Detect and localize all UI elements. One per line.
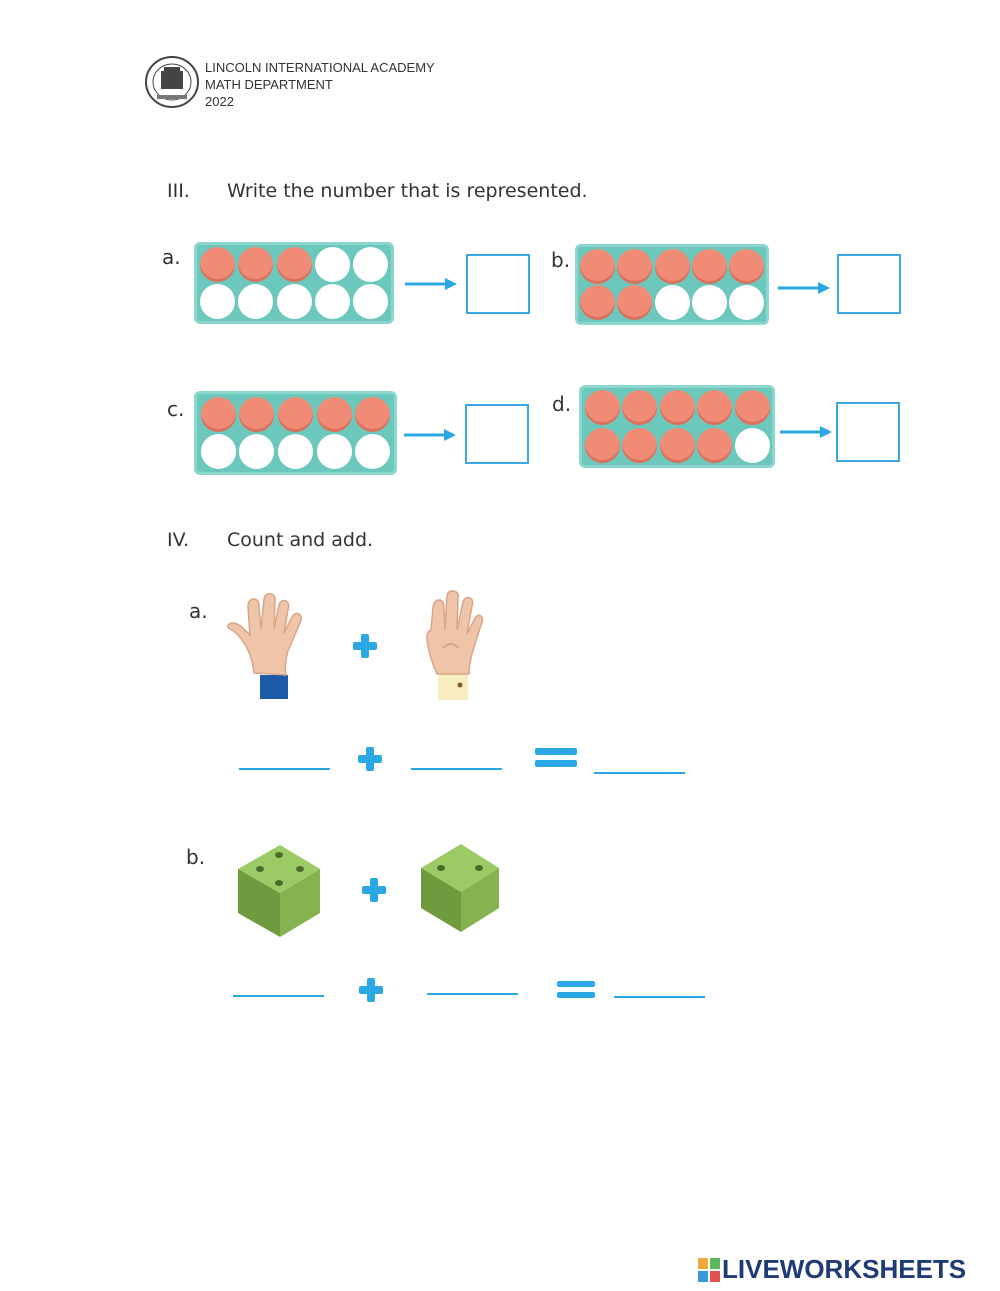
filled-counter [278,396,313,432]
empty-counter [316,434,352,470]
answer-box-c[interactable] [465,404,529,464]
section-3-numeral: III. [167,180,190,202]
empty-counter [352,284,388,319]
answer-box-b[interactable] [837,254,901,314]
filled-counter [584,390,620,426]
arrow-icon [405,276,457,295]
empty-counter [728,285,764,321]
answer-box-a[interactable] [466,254,530,314]
arrow-icon [778,280,830,299]
empty-counter [276,284,312,319]
answer-blank-4b-sum[interactable] [614,996,705,998]
filled-counter [728,248,764,284]
filled-counter [659,427,695,463]
empty-counter [200,434,236,470]
answer-blank-4a-2[interactable] [411,768,502,770]
answer-blank-4a-sum[interactable] [594,772,685,774]
filled-counter [659,390,695,426]
arrow-icon [780,424,832,443]
empty-counter [691,285,727,321]
answer-blank-4b-2[interactable] [427,993,518,995]
filled-counter [697,390,732,426]
equals-icon [535,748,577,772]
empty-counter [238,284,274,319]
filled-counter [622,390,657,426]
filled-counter [691,248,727,284]
item-4b-letter: b. [186,845,206,869]
hand-four-fingers-icon [419,590,489,706]
section-4-numeral: IV. [167,529,190,551]
section-4-instruction: Count and add. [227,529,374,551]
liveworksheets-logo-text: LIVEWORKSHEETS [722,1254,967,1284]
answer-blank-4a-1[interactable] [239,768,330,770]
filled-counter [617,248,653,284]
filled-counter [200,396,236,432]
filled-counter [316,396,352,432]
empty-counter [355,434,391,470]
item-3c-letter: c. [167,397,185,421]
empty-counter [352,247,388,282]
filled-counter [622,427,657,463]
filled-counter [200,247,236,282]
plus-icon [357,976,385,1008]
item-3b-letter: b. [551,248,571,272]
liveworksheets-logo-icon [698,1258,720,1286]
filled-counter [697,427,732,463]
empty-counter [654,285,690,321]
section-3-instruction: Write the number that is represented. [227,180,588,202]
empty-counter [278,434,313,470]
filled-counter [355,396,391,432]
empty-counter [239,434,275,470]
filled-counter [276,247,312,282]
filled-counter [584,427,620,463]
school-year: 2022 [205,94,234,109]
department-name: MATH DEPARTMENT [205,77,333,92]
die-two-icon [421,840,501,938]
filled-counter [238,247,274,282]
item-3d-letter: d. [552,392,572,416]
empty-counter [734,427,770,463]
plus-icon [360,876,388,908]
item-4a-letter: a. [189,599,208,623]
item-3a-letter: a. [162,245,181,269]
ten-frame-d [579,385,775,468]
filled-counter [580,285,616,321]
school-seal [143,55,201,109]
ten-frame-b [575,244,769,325]
die-four-icon [238,841,322,943]
plus-icon [351,632,379,664]
filled-counter [617,285,653,321]
answer-box-d[interactable] [836,402,900,462]
answer-blank-4b-1[interactable] [233,995,324,997]
filled-counter [580,248,616,284]
school-name: LINCOLN INTERNATIONAL ACADEMY [205,60,435,75]
ten-frame-a [194,242,394,324]
filled-counter [734,390,770,426]
empty-counter [200,284,236,319]
arrow-icon [404,427,456,446]
empty-counter [314,284,350,319]
hand-five-fingers-icon [224,593,314,705]
ten-frame-c [194,391,397,475]
filled-counter [654,248,690,284]
empty-counter [314,247,350,282]
filled-counter [239,396,275,432]
equals-icon [557,981,595,1003]
plus-icon [356,745,384,777]
